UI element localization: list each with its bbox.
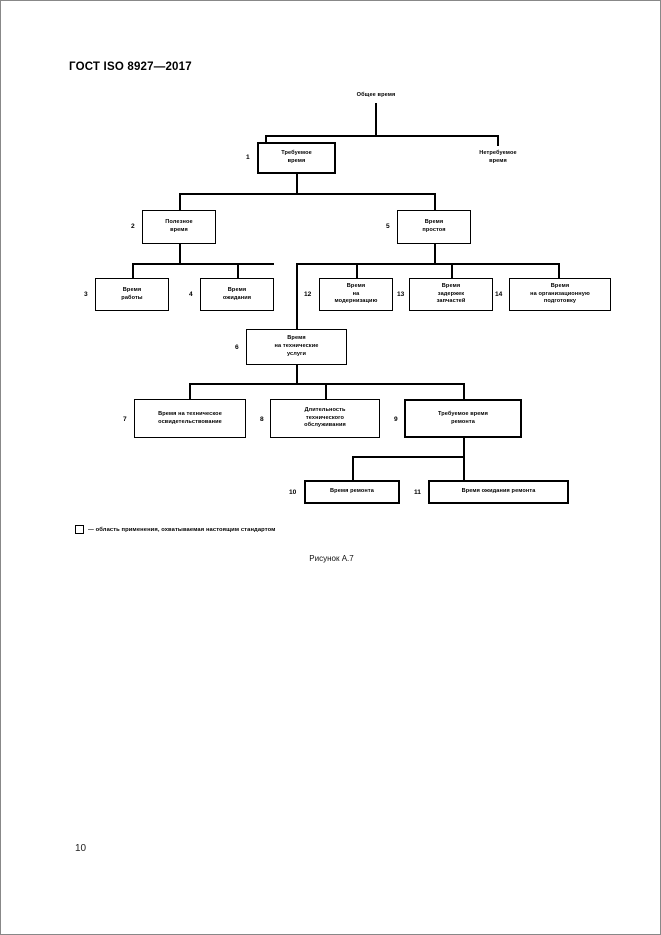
node-operating-time-label: Время работы bbox=[121, 286, 143, 301]
node-operating-time-number: 3 bbox=[84, 291, 88, 298]
node-technical-services-time-number: 6 bbox=[235, 344, 239, 351]
node-repair-waiting-time: Время ожидания ремонта bbox=[428, 480, 569, 504]
document-header: ГОСТ ISO 8927—2017 bbox=[69, 61, 192, 73]
node-useful-time: Полезное время bbox=[142, 210, 216, 244]
connector-repairreq-bottom bbox=[463, 438, 465, 457]
node-useful-time-label: Полезное время bbox=[165, 219, 193, 233]
connector-techservices-bottom bbox=[296, 365, 298, 384]
node-maintenance-duration: Длительность технического обслуживания bbox=[270, 399, 380, 438]
connector-waiting-down bbox=[237, 263, 239, 278]
node-technical-inspection-time-number: 7 bbox=[123, 416, 127, 423]
node-total-time: Общее время bbox=[331, 89, 421, 103]
connector-bus-repair bbox=[352, 456, 465, 458]
node-required-repair-time-label: Требуемое время ремонта bbox=[437, 410, 489, 425]
connector-repairtime-down bbox=[352, 456, 354, 480]
connector-spareparts-down bbox=[451, 263, 453, 278]
node-maintenance-duration-number: 8 bbox=[260, 416, 264, 423]
node-organizational-prep-time: Время на организационную подготовку bbox=[509, 278, 611, 311]
node-required-repair-time-number: 9 bbox=[394, 416, 398, 423]
node-technical-services-time: Время на технические услуги bbox=[246, 329, 347, 365]
node-downtime-label: Время простоя bbox=[422, 219, 446, 233]
node-not-required-time-label: Нетребуемое время bbox=[479, 150, 517, 164]
page-number: 10 bbox=[75, 843, 87, 854]
connector-downtime-down bbox=[434, 193, 436, 210]
node-waiting-time-label: Время ожидания bbox=[222, 286, 252, 301]
node-operating-time: Время работы bbox=[95, 278, 169, 311]
node-maintenance-duration-label: Длительность технического обслуживания bbox=[304, 406, 346, 429]
connector-orgprep-down bbox=[558, 263, 560, 278]
node-modernization-time: Время на модернизацию bbox=[319, 278, 393, 311]
node-repair-waiting-time-label: Время ожидания ремонта bbox=[461, 488, 536, 495]
node-technical-inspection-time: Время на техническое освидетельствование bbox=[134, 399, 246, 438]
node-useful-time-number: 2 bbox=[131, 223, 135, 230]
connector-bus-useful bbox=[132, 263, 274, 265]
figure-legend: — область применения, охватываемая насто… bbox=[75, 525, 276, 534]
connector-inspection-down bbox=[189, 383, 191, 399]
connector-notrequired-down bbox=[497, 135, 499, 150]
node-required-time: Требуемое время bbox=[257, 142, 336, 174]
connector-total-down bbox=[375, 103, 377, 136]
connector-useful-bottom bbox=[179, 244, 181, 264]
node-repair-time: Время ремонта bbox=[304, 480, 400, 504]
connector-bus-level1 bbox=[265, 135, 498, 137]
node-downtime-number: 5 bbox=[386, 223, 390, 230]
connector-bus-level2 bbox=[179, 193, 435, 195]
figure-a7: Общее время Требуемое время 1 Нетребуемо… bbox=[1, 1, 660, 601]
connector-useful-down bbox=[179, 193, 181, 210]
figure-legend-text: — область применения, охватываемая насто… bbox=[88, 526, 276, 533]
node-required-repair-time: Требуемое время ремонта bbox=[404, 399, 522, 438]
connector-techservices-feed bbox=[296, 263, 298, 329]
node-organizational-prep-time-number: 14 bbox=[495, 291, 503, 298]
node-waiting-time-number: 4 bbox=[189, 291, 193, 298]
connector-downtime-bottom bbox=[434, 244, 436, 264]
connector-repairreq-down bbox=[463, 383, 465, 399]
node-spare-parts-delay-time-label: Время задержек запчастей bbox=[436, 282, 466, 305]
connector-maintenance-down bbox=[325, 383, 327, 399]
node-total-time-label: Общее время bbox=[356, 92, 396, 99]
connector-bus-downtime bbox=[296, 263, 559, 265]
node-spare-parts-delay-time: Время задержек запчастей bbox=[409, 278, 493, 311]
node-technical-services-time-label: Время на технические услуги bbox=[274, 335, 319, 357]
node-not-required-time: Нетребуемое время bbox=[456, 146, 540, 170]
figure-caption: Рисунок А.7 bbox=[309, 554, 354, 563]
node-modernization-time-number: 12 bbox=[304, 291, 312, 298]
node-repair-time-label: Время ремонта bbox=[330, 488, 374, 495]
square-outline-icon bbox=[75, 525, 84, 534]
connector-required-bottom bbox=[296, 174, 298, 194]
connector-repairwait-down bbox=[463, 456, 465, 480]
node-required-time-number: 1 bbox=[246, 154, 250, 161]
node-required-time-label: Требуемое время bbox=[281, 150, 312, 164]
node-spare-parts-delay-time-number: 13 bbox=[397, 291, 405, 298]
node-repair-time-number: 10 bbox=[289, 489, 297, 496]
node-modernization-time-label: Время на модернизацию bbox=[334, 282, 378, 305]
node-downtime: Время простоя bbox=[397, 210, 471, 244]
node-organizational-prep-time-label: Время на организационную подготовку bbox=[530, 282, 590, 305]
node-waiting-time: Время ожидания bbox=[200, 278, 274, 311]
connector-modernization-down bbox=[356, 263, 358, 278]
node-technical-inspection-time-label: Время на техническое освидетельствование bbox=[158, 410, 222, 425]
connector-operating-down bbox=[132, 263, 134, 278]
node-repair-waiting-time-number: 11 bbox=[414, 489, 421, 496]
